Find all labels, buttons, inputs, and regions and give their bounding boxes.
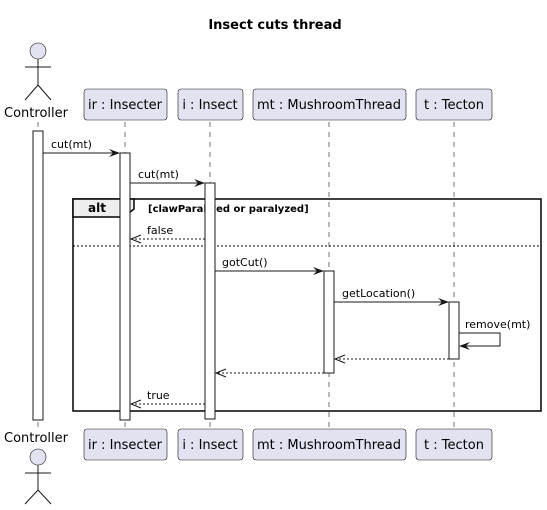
message-return-true: true xyxy=(129,389,205,409)
activation-controller xyxy=(32,130,44,421)
alt-fragment: alt [clawParalized or paralyzed] xyxy=(72,198,542,412)
message-label: false xyxy=(147,224,173,237)
participant-tecton-bottom: t : Tecton xyxy=(415,428,493,461)
participant-label: t : Tecton xyxy=(424,438,484,453)
participant-controller-bottom: Controller xyxy=(4,431,69,505)
message-label: remove(mt) xyxy=(465,318,530,331)
participant-insect-top: i : Insect xyxy=(177,88,244,121)
participant-label: Controller xyxy=(4,106,69,121)
participant-tecton-top: t : Tecton xyxy=(415,88,493,121)
participant-insect-bottom: i : Insect xyxy=(177,428,244,461)
participant-label: Controller xyxy=(4,431,69,446)
participant-controller-top: Controller xyxy=(4,42,69,121)
message-label: cut(mt) xyxy=(51,138,92,151)
message-remove-self: remove(mt) xyxy=(459,318,530,350)
message-return-false: false xyxy=(129,224,205,244)
activation-insecter xyxy=(119,152,131,421)
message-return-tecton xyxy=(333,354,449,364)
participant-insecter-bottom: ir : Insecter xyxy=(83,428,168,461)
message-label: getLocation() xyxy=(342,287,415,300)
actor-icon xyxy=(24,42,52,101)
message-label: cut(mt) xyxy=(138,168,179,181)
participant-label: mt : MushroomThread xyxy=(257,98,401,113)
participant-label: t : Tecton xyxy=(424,98,484,113)
message-get-location: getLocation() xyxy=(334,287,449,306)
participant-label: mt : MushroomThread xyxy=(257,438,401,453)
message-return-mushroom-thread xyxy=(214,368,324,378)
diagram-title: Insect cuts thread xyxy=(208,18,341,33)
message-got-cut: gotCut() xyxy=(215,256,324,275)
message-cut-2: cut(mt) xyxy=(130,168,205,187)
participant-insecter-top: ir : Insecter xyxy=(83,88,168,121)
participant-label: ir : Insecter xyxy=(88,438,163,453)
activations xyxy=(32,130,460,421)
actor-icon xyxy=(24,448,52,505)
activation-mushroom-thread xyxy=(323,270,335,374)
participant-label: ir : Insecter xyxy=(88,98,163,113)
message-label: true xyxy=(147,389,170,402)
alt-keyword: alt xyxy=(88,201,106,215)
activation-insect xyxy=(204,182,216,420)
alt-guard: [clawParalized or paralyzed] xyxy=(148,204,309,215)
participant-label: i : Insect xyxy=(182,98,237,113)
message-label: gotCut() xyxy=(222,256,268,269)
activation-tecton xyxy=(448,301,460,360)
participant-mushroom-thread-bottom: mt : MushroomThread xyxy=(252,428,407,461)
message-cut-1: cut(mt) xyxy=(43,138,120,157)
lifelines xyxy=(37,122,455,430)
alt-frame xyxy=(72,198,542,412)
participant-mushroom-thread-top: mt : MushroomThread xyxy=(252,88,407,121)
participant-label: i : Insect xyxy=(182,438,237,453)
